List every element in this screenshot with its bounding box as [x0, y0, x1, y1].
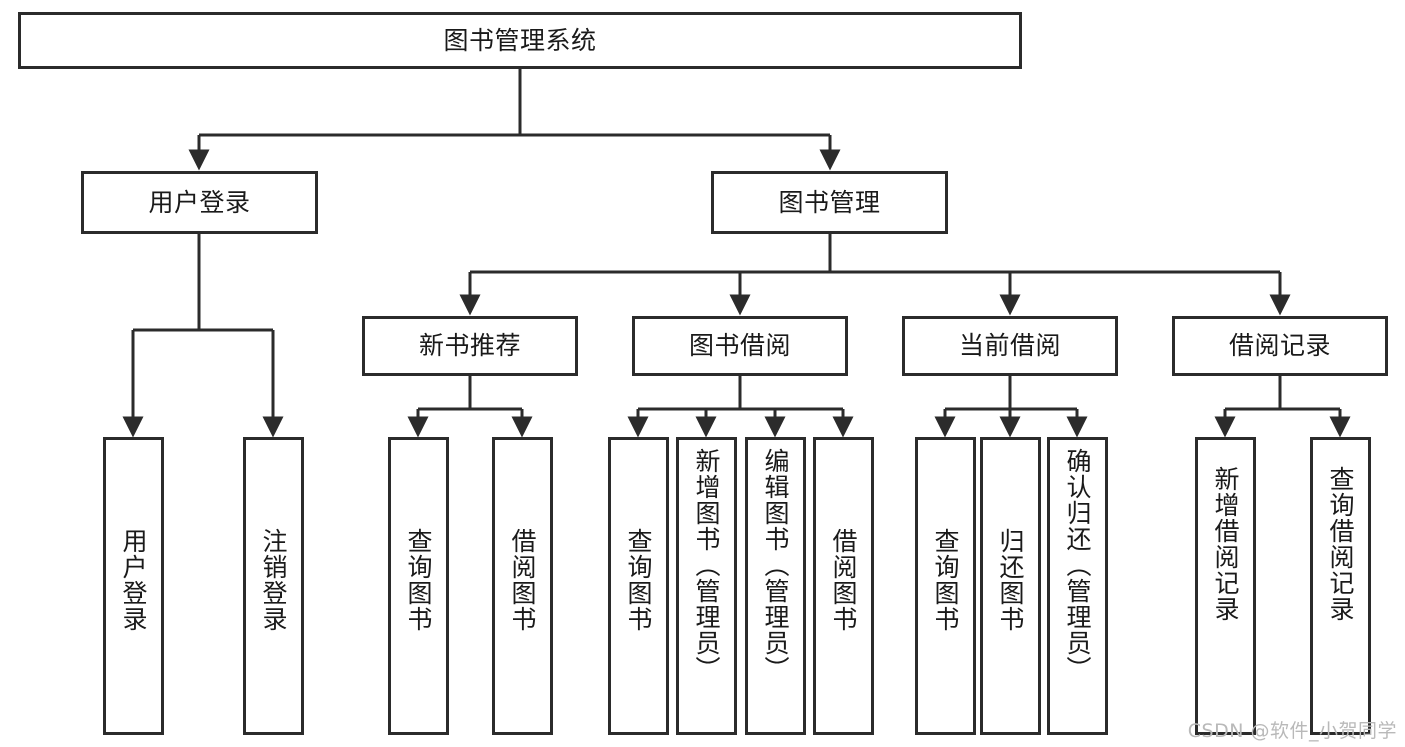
node-leaf-query-book-2-label: 查询图书 [624, 528, 653, 632]
node-leaf-return-book[interactable]: 归还图书 [980, 437, 1041, 735]
node-leaf-return-book-label: 归还图书 [996, 528, 1025, 632]
node-borrow-record-label: 借阅记录 [1228, 331, 1331, 361]
node-current-borrow[interactable]: 当前借阅 [902, 316, 1118, 376]
node-leaf-edit-book-label: 编辑图书（管理员） [761, 448, 790, 682]
node-book-borrow-label: 图书借阅 [688, 331, 791, 361]
node-book-manage[interactable]: 图书管理 [711, 171, 948, 234]
node-leaf-query-book-2[interactable]: 查询图书 [608, 437, 669, 735]
node-leaf-borrow-book-2[interactable]: 借阅图书 [813, 437, 874, 735]
node-leaf-confirm-return-label: 确认归还（管理员） [1063, 448, 1092, 682]
node-borrow-record[interactable]: 借阅记录 [1172, 316, 1388, 376]
node-leaf-edit-book[interactable]: 编辑图书（管理员） [745, 437, 806, 735]
node-leaf-confirm-return[interactable]: 确认归还（管理员） [1047, 437, 1108, 735]
node-leaf-borrow-book-1[interactable]: 借阅图书 [492, 437, 553, 735]
node-new-book-recommend[interactable]: 新书推荐 [362, 316, 578, 376]
node-root[interactable]: 图书管理系统 [18, 12, 1022, 69]
node-leaf-query-book-3-label: 查询图书 [931, 528, 960, 632]
node-leaf-add-record[interactable]: 新增借阅记录 [1195, 437, 1256, 735]
node-leaf-user-login[interactable]: 用户登录 [103, 437, 164, 735]
node-new-book-recommend-label: 新书推荐 [418, 331, 521, 361]
node-root-label: 图书管理系统 [443, 25, 597, 55]
node-leaf-add-book-label: 新增图书（管理员） [692, 448, 721, 682]
node-leaf-query-record-label: 查询借阅记录 [1326, 466, 1355, 622]
node-leaf-borrow-book-1-label: 借阅图书 [508, 528, 537, 632]
csdn-watermark: CSDN @软件_小贺同学 [1187, 720, 1397, 742]
node-leaf-query-book-1[interactable]: 查询图书 [388, 437, 449, 735]
node-leaf-add-record-label: 新增借阅记录 [1211, 466, 1240, 622]
node-user-login[interactable]: 用户登录 [81, 171, 318, 234]
node-book-manage-label: 图书管理 [778, 187, 881, 217]
node-leaf-query-record[interactable]: 查询借阅记录 [1310, 437, 1371, 735]
node-leaf-query-book-1-label: 查询图书 [404, 528, 433, 632]
node-leaf-query-book-3[interactable]: 查询图书 [915, 437, 976, 735]
node-leaf-logout-login[interactable]: 注销登录 [243, 437, 304, 735]
node-leaf-borrow-book-2-label: 借阅图书 [829, 528, 858, 632]
node-book-borrow[interactable]: 图书借阅 [632, 316, 848, 376]
node-leaf-logout-login-label: 注销登录 [259, 528, 288, 632]
node-leaf-add-book[interactable]: 新增图书（管理员） [676, 437, 737, 735]
node-user-login-label: 用户登录 [148, 187, 251, 217]
node-leaf-user-login-label: 用户登录 [119, 528, 148, 632]
node-current-borrow-label: 当前借阅 [958, 331, 1061, 361]
